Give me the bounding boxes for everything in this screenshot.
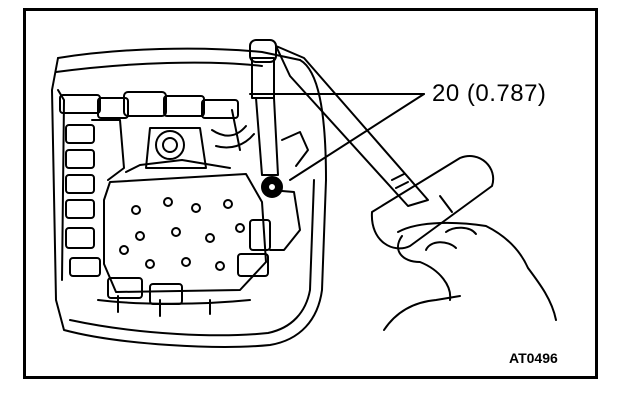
torque-callout-label: 20 (0.787) [432, 80, 547, 107]
callout-leaders [249, 93, 425, 181]
torque-wrench [249, 39, 495, 250]
valve-body [59, 91, 309, 317]
hand [383, 221, 557, 331]
figure-code: AT0496 [509, 350, 558, 366]
